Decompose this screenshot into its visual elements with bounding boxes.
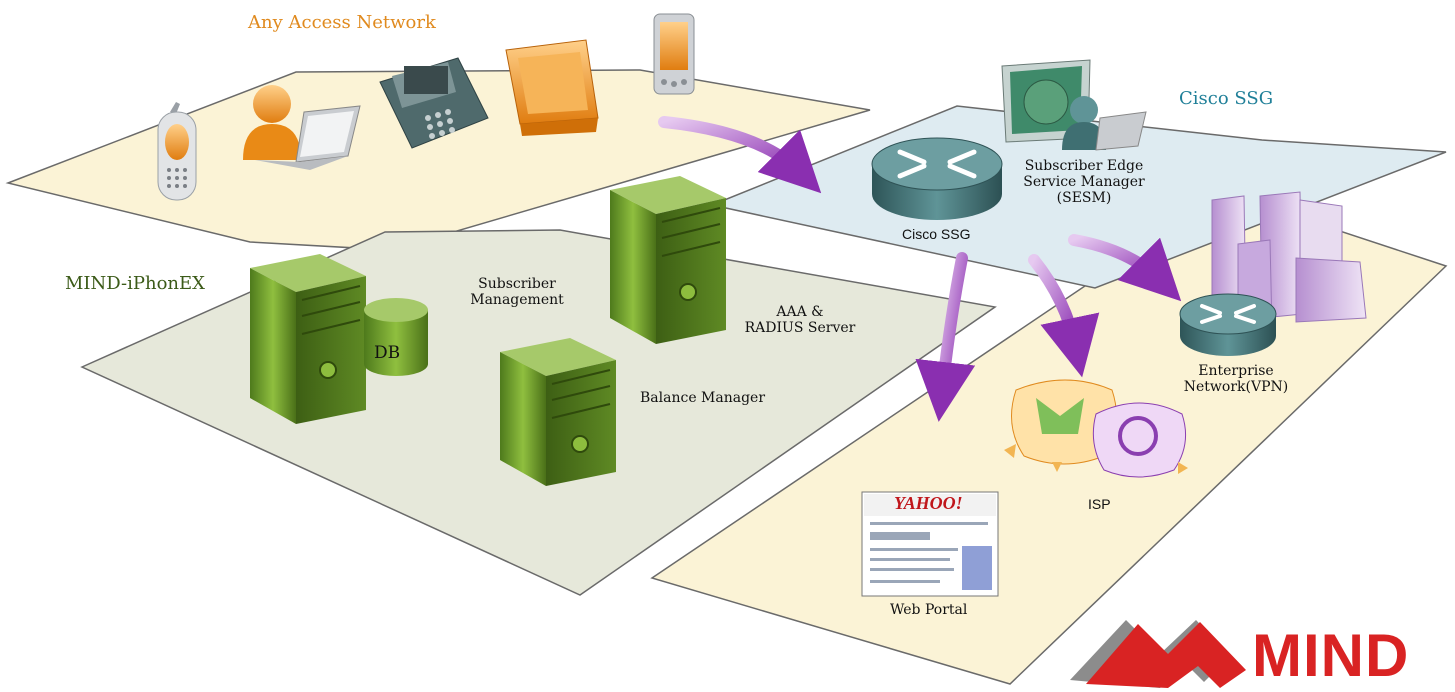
- subscriber-management-label: Subscriber Management: [452, 276, 582, 308]
- db-label: DB: [374, 343, 401, 363]
- isp-network-icon: [1004, 379, 1188, 478]
- monitor-icon: [505, 39, 599, 136]
- subscriber-management-line2: Management: [470, 292, 564, 308]
- cisco-ssg-router-icon: [871, 137, 1003, 220]
- web-portal-screenshot: [861, 491, 999, 597]
- subscriber-management-server-icon: [250, 254, 366, 424]
- ip-phone-icon: [379, 57, 489, 149]
- cisco-ssg-label: Cisco SSG: [902, 226, 971, 242]
- sesm-line3: (SESM): [1056, 190, 1112, 206]
- mind-logo-icon: [1070, 620, 1246, 688]
- sesm-line1: Subscriber Edge: [1024, 158, 1144, 174]
- aaa-line2: RADIUS Server: [744, 320, 856, 336]
- enterprise-router-icon: [1179, 293, 1277, 356]
- ssg-to-portal-arrow: [915, 252, 976, 422]
- ssg-plane-title: Cisco SSG: [1179, 88, 1274, 109]
- aaa-radius-server-icon: [610, 176, 726, 344]
- sesm-label: Subscriber Edge Service Manager (SESM): [1010, 158, 1158, 206]
- access-network-title: Any Access Network: [248, 12, 436, 33]
- sesm-workstation-icon: [1001, 59, 1147, 151]
- cell-phone-icon: [157, 102, 197, 201]
- enterprise-line2: Network(VPN): [1183, 379, 1289, 395]
- mind-plane-title: MIND-iPhonEX: [65, 273, 205, 294]
- access-to-ssg-arrow: [658, 116, 822, 194]
- sesm-line2: Service Manager: [1023, 174, 1145, 190]
- access-network-plane: [5, 69, 871, 251]
- flow-arrows: [658, 116, 1182, 422]
- isp-label: ISP: [1088, 496, 1111, 512]
- balance-manager-server-icon: [500, 338, 616, 486]
- db-cylinder-icon: [364, 298, 428, 376]
- ssg-to-isp-arrow: [1028, 254, 1100, 378]
- enterprise-line1: Enterprise: [1198, 363, 1274, 379]
- balance-manager-label: Balance Manager: [640, 390, 766, 406]
- aaa-radius-label: AAA & RADIUS Server: [730, 304, 870, 336]
- enterprise-buildings-icon: [1211, 191, 1367, 333]
- web-portal-label: Web Portal: [890, 602, 968, 618]
- enterprise-network-label: Enterprise Network(VPN): [1176, 363, 1296, 395]
- mind-logo-text: MIND: [1252, 622, 1410, 689]
- subscriber-management-line1: Subscriber: [478, 276, 556, 292]
- ssg-to-enterprise-arrow: [1068, 234, 1182, 302]
- aaa-line1: AAA &: [776, 304, 824, 320]
- portal-yahoo-brand: YAHOO!: [894, 493, 963, 513]
- pda-icon: [653, 13, 695, 95]
- user-laptop-icon: [243, 85, 361, 170]
